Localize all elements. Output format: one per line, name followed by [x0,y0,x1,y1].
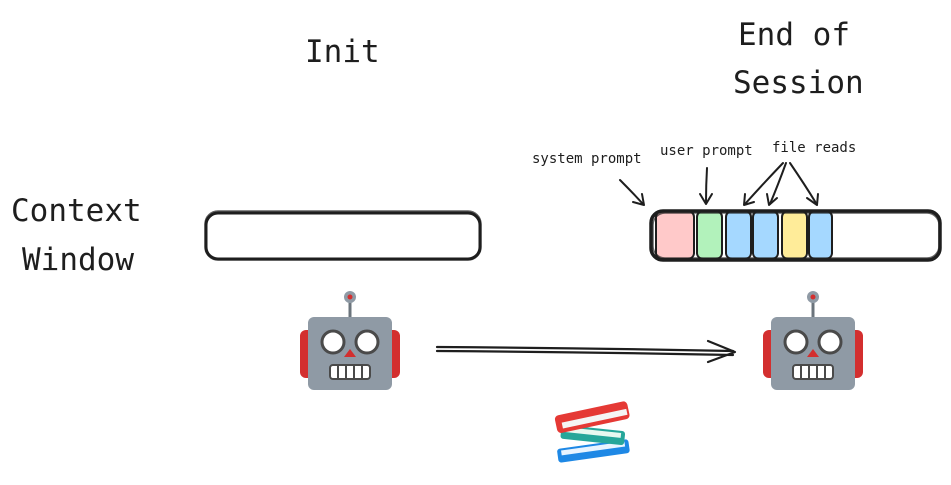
file-read-arrow-2 [769,162,787,205]
file-read-arrowhead-2 [766,193,778,206]
system-prompt-arrowhead [632,193,645,206]
file-reads-label: file reads [772,140,856,156]
segment-other-read [781,210,808,260]
file-read-arrowhead-3 [806,193,819,206]
context-window-label-line2: Window [22,242,134,278]
segment-user-prompt [696,210,723,260]
segment-system-prompt [655,210,695,260]
books-icon [554,401,630,463]
system-prompt-label: system prompt [532,151,642,167]
end-of-session-heading-line1: End of [738,17,850,53]
robot-icon [763,291,863,390]
user-prompt-arrow [705,167,708,203]
file-read-arrow-3 [789,162,817,204]
file-read-arrow-1 [744,162,784,205]
robot-icon [300,291,400,390]
user-prompt-label: user prompt [660,143,753,159]
system-prompt-arrow [619,179,644,205]
segment-file-read-1 [725,210,752,260]
init-heading: Init [305,34,380,70]
context-window-label-line1: Context [11,193,142,229]
user-prompt-arrowhead [699,193,713,205]
annotation-arrows [619,162,819,206]
end-of-session-heading-line2: Session [733,65,864,101]
init-context-window [204,210,482,261]
file-read-arrowhead-1 [743,193,755,206]
end-context-window [649,209,942,262]
segment-file-read-3 [808,210,833,260]
segment-file-read-2 [752,210,779,260]
arrow-right-icon [435,339,737,364]
